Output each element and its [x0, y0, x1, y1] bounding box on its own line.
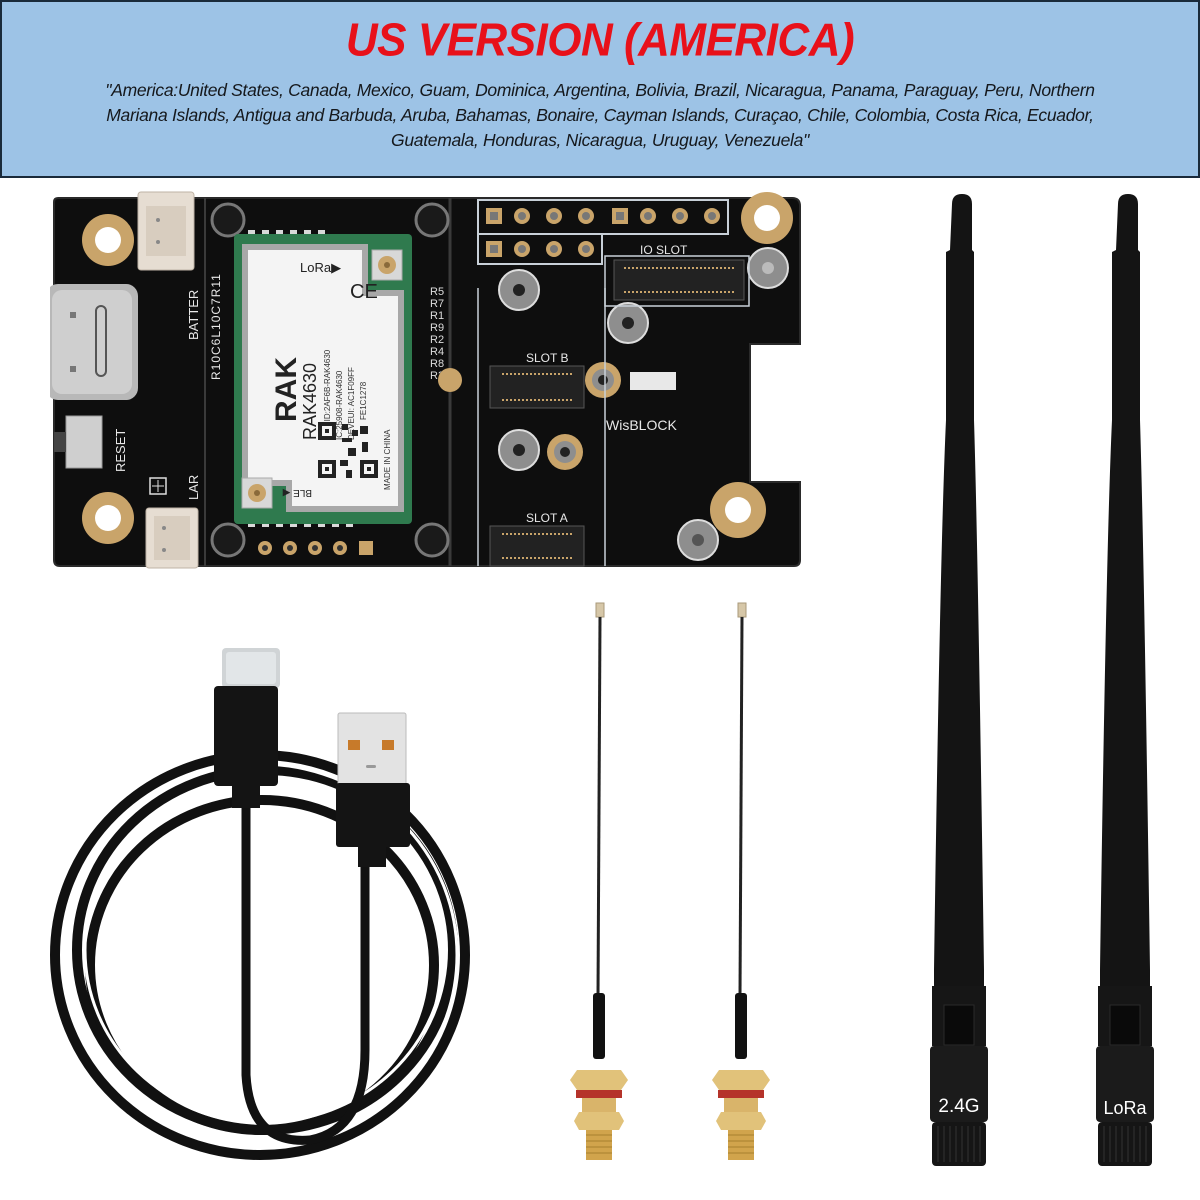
svg-text:R2: R2	[430, 334, 444, 346]
antenna-label-lora: LoRa	[1103, 1098, 1147, 1118]
usb-cable	[40, 620, 480, 1190]
antenna-lora: LoRa	[1086, 190, 1166, 1190]
svg-text:FCC ID:2AF6B-RAK4630: FCC ID:2AF6B-RAK4630	[323, 349, 332, 440]
svg-text:R8: R8	[430, 358, 444, 370]
country-list: "America:United States, Canada, Mexico, …	[12, 78, 1188, 153]
model-label: RAK4630	[300, 363, 320, 440]
ble-port-label: BLE ◀	[282, 487, 312, 498]
usb-a-plug	[336, 783, 410, 847]
banner-title: US VERSION (AMERICA)	[345, 14, 855, 67]
region-banner: US VERSION (AMERICA) "America:United Sta…	[0, 0, 1200, 178]
country-line-3: Guatemala, Honduras, Nicaragua, Uruguay,…	[391, 130, 809, 150]
svg-text:R10C6L10C7R11: R10C6L10C7R11	[209, 273, 223, 380]
svg-text:R5: R5	[430, 286, 444, 298]
svg-text:IC:25908-RAK4630: IC:25908-RAK4630	[335, 370, 344, 440]
antenna-label-2-4g: 2.4G	[938, 1096, 980, 1117]
io-slot-label: IO SLOT	[640, 243, 688, 257]
svg-text:R1: R1	[430, 310, 444, 322]
svg-text:R4: R4	[430, 346, 444, 358]
svg-text:DEVEUI: AC1F09FF: DEVEUI: AC1F09FF	[347, 367, 356, 440]
antenna-2-4g: 2.4G	[920, 190, 1000, 1190]
solar-label: LAR	[186, 475, 201, 500]
pigtail-cable-2	[696, 595, 796, 1200]
usb-cable-illustration	[50, 648, 470, 1160]
country-line-2: Mariana Islands, Antigua and Barbuda, Ar…	[106, 105, 1094, 125]
wisblock-board: BATTER RESET LAR R10C6L10C7R11 LoRa▶ RAK…	[46, 190, 810, 570]
svg-text:R9: R9	[430, 322, 444, 334]
svg-text:CE: CE	[350, 281, 378, 303]
battery-label: BATTER	[186, 290, 201, 340]
reset-label: RESET	[113, 429, 128, 472]
country-line-1: "America:United States, Canada, Mexico, …	[105, 80, 1095, 100]
svg-text:R7: R7	[430, 298, 444, 310]
svg-text:MADE IN CHINA: MADE IN CHINA	[383, 429, 392, 490]
wisblock-label: WisBLOCK	[606, 417, 677, 433]
board-illustration: BATTER RESET LAR R10C6L10C7R11 LoRa▶ RAK…	[46, 191, 801, 569]
slot-a-label: SLOT A	[526, 511, 568, 525]
pigtail-cable-1	[550, 595, 650, 1200]
usb-c-plug	[214, 686, 278, 786]
slot-b-label: SLOT B	[526, 351, 568, 365]
svg-text:FE1C1278: FE1C1278	[359, 381, 368, 420]
rak-logo-text: RAK	[270, 357, 303, 422]
lora-port-label: LoRa▶	[300, 260, 341, 275]
